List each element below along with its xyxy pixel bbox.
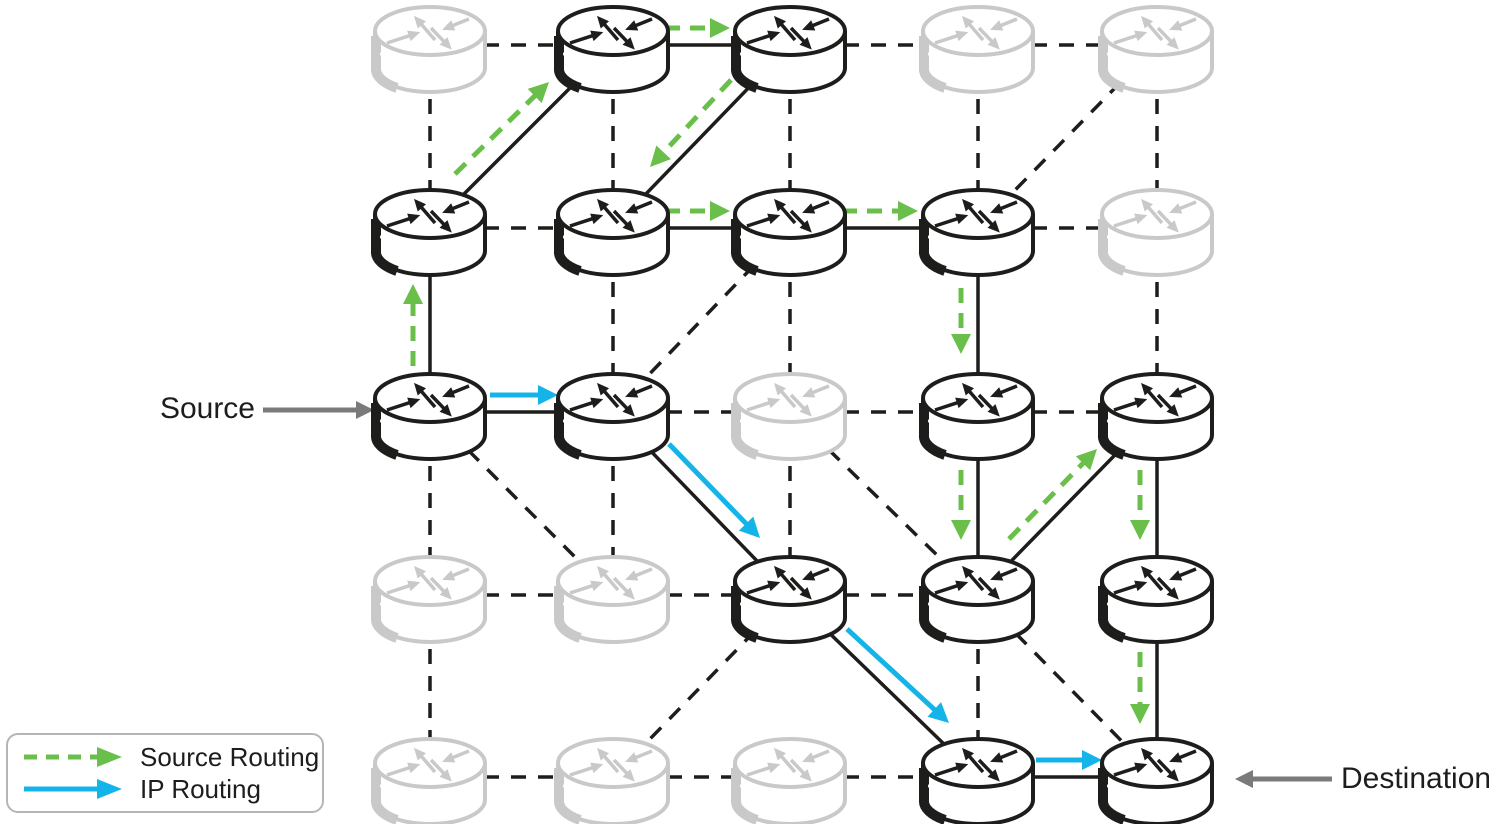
- source-routing-arrow-5: [665, 201, 730, 221]
- router-r4c3: [735, 557, 845, 642]
- router-r1c5: [1102, 7, 1212, 92]
- router-r2c1: [375, 190, 485, 275]
- source-routing-arrow-8: [951, 470, 971, 540]
- router-r3c2: [558, 374, 668, 459]
- router-r1c3: [735, 7, 845, 92]
- source-routing-arrow-2: [453, 82, 549, 176]
- legend-label-source-routing: Source Routing: [140, 742, 320, 773]
- router-r2c2: [558, 190, 668, 275]
- router-r4c2: [558, 557, 668, 642]
- router-r2c5: [1102, 190, 1212, 275]
- router-r4c1: [375, 557, 485, 642]
- legend: Source Routing IP Routing: [6, 733, 324, 813]
- source-routing-arrow-3: [665, 18, 730, 38]
- router-r3c4: [923, 374, 1033, 459]
- router-r2c3: [735, 190, 845, 275]
- destination-pointer: [1235, 770, 1332, 788]
- router-r2c4: [923, 190, 1033, 275]
- route-arrows-layer: [403, 18, 1150, 770]
- label-arrows-layer: [263, 401, 1332, 788]
- router-r1c1: [375, 7, 485, 92]
- router-r3c5: [1102, 374, 1212, 459]
- ip-routing-arrow-13: [667, 442, 760, 538]
- ip-routing-arrow-14: [845, 627, 949, 723]
- source-routing-arrow-6: [842, 201, 918, 221]
- source-routing-arrow-4: [650, 78, 733, 167]
- legend-item-source-routing: Source Routing: [22, 744, 322, 770]
- router-r1c2: [558, 7, 668, 92]
- router-r5c2: [558, 739, 668, 824]
- router-r3c3: [735, 374, 845, 459]
- router-r5c4: [923, 739, 1033, 824]
- source-routing-arrow-9: [1007, 449, 1097, 541]
- source-routing-arrow-icon: [24, 747, 122, 768]
- router-r5c5: [1102, 739, 1212, 824]
- source-label: Source: [159, 392, 255, 425]
- router-r4c4: [923, 557, 1033, 642]
- source-pointer: [263, 401, 374, 419]
- destination-label: Destination: [1341, 762, 1489, 795]
- source-routing-arrow-1: [403, 284, 423, 366]
- router-r4c5: [1102, 557, 1212, 642]
- ip-routing-arrow-15: [1036, 750, 1102, 770]
- source-routing-arrow-7: [951, 288, 971, 354]
- router-r5c1: [375, 739, 485, 824]
- router-r5c3: [735, 739, 845, 824]
- ip-routing-arrow-icon: [24, 778, 122, 799]
- router-r3c1: [375, 374, 485, 459]
- router-r1c4: [923, 7, 1033, 92]
- source-routing-arrow-11: [1130, 652, 1150, 724]
- legend-label-ip-routing: IP Routing: [140, 773, 261, 804]
- ip-routing-arrow-12: [490, 385, 558, 405]
- source-routing-arrow-10: [1130, 470, 1150, 540]
- legend-item-ip-routing: IP Routing: [22, 776, 322, 802]
